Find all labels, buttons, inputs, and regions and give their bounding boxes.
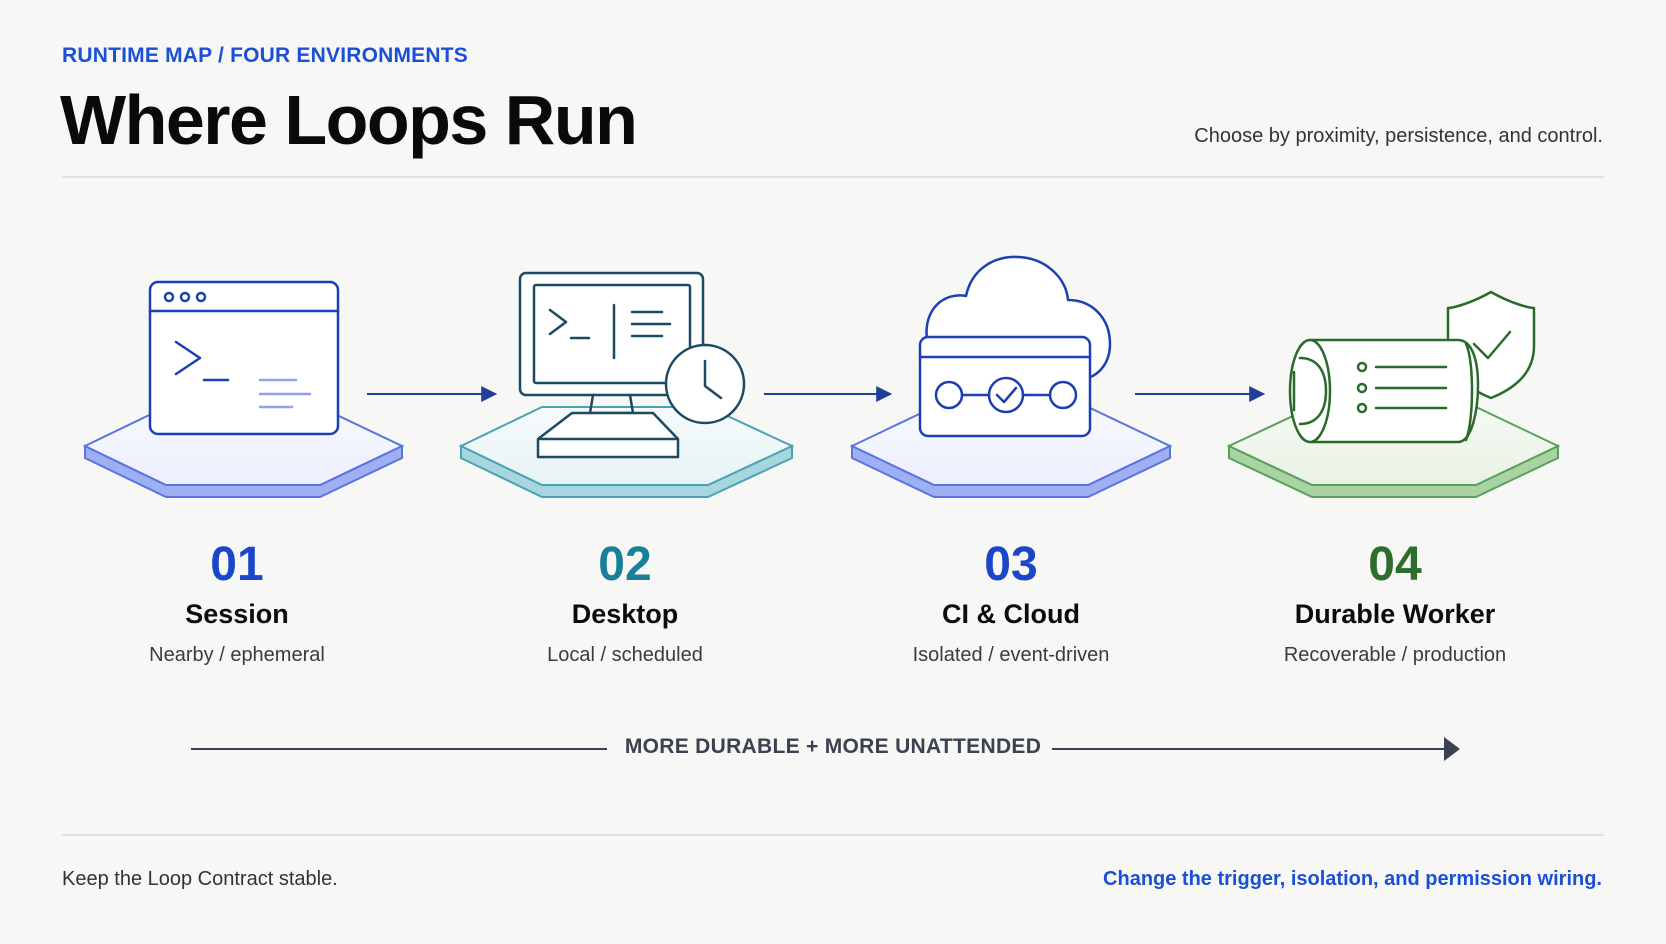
footer-note-right: Change the trigger, isolation, and permi… [1103,868,1602,890]
step-number: 03 [984,538,1038,591]
eyebrow-label: RUNTIME MAP / FOUR ENVIRONMENTS [62,44,468,67]
step-name: Desktop [571,599,679,629]
step-description: Isolated / event-driven [912,644,1110,666]
step-name: Durable Worker [1294,599,1496,629]
terminal-window-icon [148,280,340,436]
step-description: Nearby / ephemeral [149,644,325,666]
step-number: 04 [1368,538,1422,591]
step-name: CI & Cloud [942,599,1080,629]
footer-note-left: Keep the Loop Contract stable. [62,868,338,890]
step-desktop: 02 Desktop Local / scheduled [455,535,795,667]
step-number: 02 [598,538,652,591]
desktop-clock-icon [518,271,746,459]
step-session: 01 Session Nearby / ephemeral [67,535,407,667]
step-name: Session [185,599,289,629]
axis-arrowhead [1444,737,1460,761]
bottom-divider [62,834,1604,836]
page-subtitle: Choose by proximity, persistence, and co… [1194,125,1603,147]
step-durable-worker: 04 Durable Worker Recoverable / producti… [1225,535,1565,667]
page-title: Where Loops Run [60,81,638,159]
cloud-pipeline-icon [918,255,1112,438]
top-divider [62,176,1604,178]
step-description: Local / scheduled [547,644,703,666]
durability-axis-label: MORE DURABLE + MORE UNATTENDED [624,735,1042,758]
step-ci-cloud: 03 CI & Cloud Isolated / event-driven [841,535,1181,667]
shield-storage-icon [1288,290,1536,444]
step-description: Recoverable / production [1283,644,1507,666]
step-number: 01 [210,538,264,591]
